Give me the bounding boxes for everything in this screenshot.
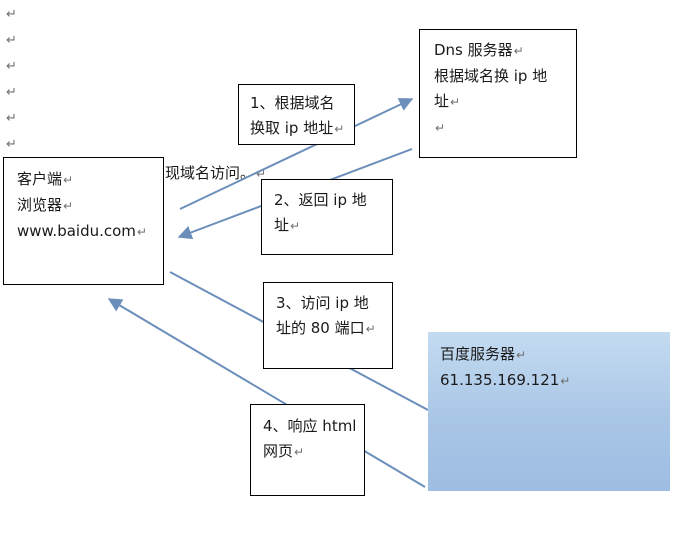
paragraph-mark: ↵ <box>6 137 17 152</box>
client-box: 客户端↵ 浏览器↵ www.baidu.com↵ <box>3 157 164 285</box>
client-label: 客户端 <box>17 170 63 188</box>
arrow-baidu-to-client <box>107 298 426 488</box>
dns-server-title: Dns 服务器 <box>434 41 513 59</box>
dns-server-desc: 根据域名换 ip 地 <box>434 67 548 85</box>
step2-box: 2、返回 ip 地 址↵ <box>261 179 393 255</box>
paragraph-mark: ↵ <box>6 111 17 126</box>
paragraph-mark: ↵ <box>256 167 267 181</box>
baidu-server-title: 百度服务器 <box>440 345 516 363</box>
browser-label: 浏览器 <box>17 196 63 214</box>
dns-server-desc-cont: 址 <box>434 92 450 110</box>
baidu-server-box: 百度服务器↵ 61.135.169.121↵ <box>428 332 670 491</box>
paragraph-mark: ↵ <box>63 199 74 213</box>
paragraph-mark: ↵ <box>450 95 461 109</box>
step3-box: 3、访问 ip 地 址的 80 端口↵ <box>263 282 393 369</box>
step4-text: 4、响应 html <box>263 417 357 435</box>
url-text: www.baidu.com <box>17 222 136 240</box>
paragraph-mark: ↵ <box>513 44 524 58</box>
arrow-client-to-dns <box>179 98 414 210</box>
paragraph-mark: ↵ <box>516 348 527 362</box>
paragraph-mark: ↵ <box>6 7 17 22</box>
step1-text: 1、根据域名 <box>250 94 335 112</box>
step2-text-cont: 址 <box>274 216 290 234</box>
dns-server-box: Dns 服务器↵ 根据域名换 ip 地 址↵ ↵ <box>419 29 577 158</box>
paragraph-mark: ↵ <box>294 445 305 459</box>
paragraph-mark: ↵ <box>6 59 17 74</box>
paragraph-mark: ↵ <box>560 374 571 388</box>
step2-text: 2、返回 ip 地 <box>274 191 367 209</box>
step3-text-cont: 址的 80 端口 <box>276 319 365 337</box>
step1-box: 1、根据域名 换取 ip 地址↵ <box>238 84 355 145</box>
paragraph-mark: ↵ <box>435 121 446 135</box>
step4-text-cont: 网页 <box>263 442 294 460</box>
paragraph-mark: ↵ <box>290 219 301 233</box>
paragraph-mark: ↵ <box>6 33 17 48</box>
step4-box: 4、响应 html 网页↵ <box>250 404 365 496</box>
baidu-server-ip: 61.135.169.121 <box>440 371 560 389</box>
document-text: 实现域名访问。↵ <box>150 164 267 182</box>
paragraph-mark: ↵ <box>136 225 147 239</box>
paragraph-mark: ↵ <box>63 173 74 187</box>
paragraph-mark: ↵ <box>6 85 17 100</box>
paragraph-mark: ↵ <box>334 122 345 136</box>
step1-text-cont: 换取 ip 地址 <box>250 119 334 137</box>
paragraph-mark: ↵ <box>365 322 376 336</box>
step3-text: 3、访问 ip 地 <box>276 294 369 312</box>
